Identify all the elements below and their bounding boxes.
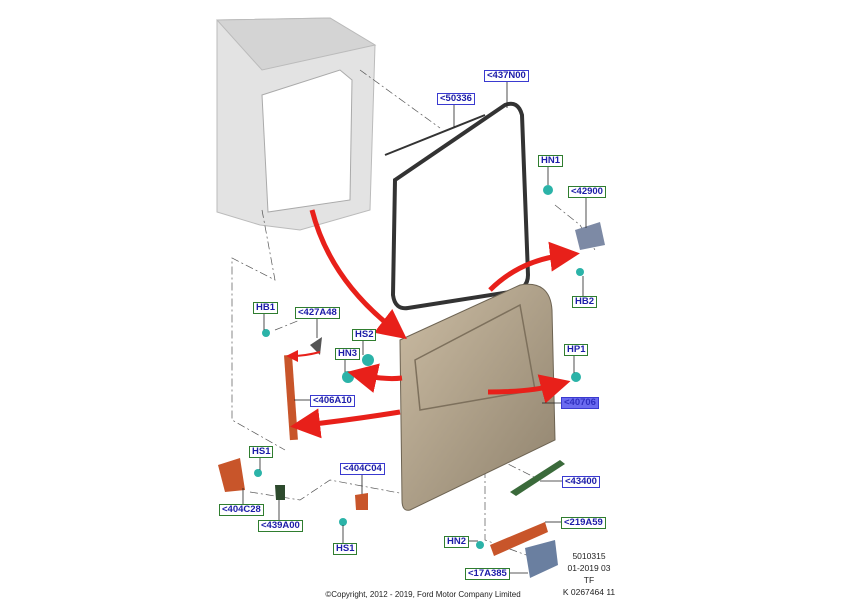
callout-404C28[interactable]: <404C28	[219, 504, 264, 516]
callout-HS1-top[interactable]: HS1	[249, 446, 274, 458]
gas-strut	[284, 354, 298, 441]
callout-HN3[interactable]: HN3	[335, 348, 361, 360]
bracket-17A385	[525, 540, 558, 578]
callout-17A385[interactable]: <17A385	[465, 568, 510, 580]
tailgate-door	[399, 283, 556, 511]
diagram-reference: 5010315 01-2019 03 TF K 0267464 11	[554, 550, 624, 598]
callout-HB2[interactable]: HB2	[572, 296, 598, 308]
callout-406A10[interactable]: <406A10	[310, 395, 355, 407]
bracket-404C04	[355, 493, 368, 510]
callout-42900[interactable]: <42900	[568, 186, 606, 198]
callout-43400[interactable]: <43400	[562, 476, 600, 488]
hinge-42900	[575, 222, 605, 250]
van-body	[215, 17, 377, 231]
callout-219A59[interactable]: <219A59	[561, 517, 606, 529]
callout-50336[interactable]: <50336	[437, 93, 475, 105]
ref-line-4: K 0267464 11	[562, 587, 616, 597]
part-43400	[510, 460, 565, 496]
red-arrows	[286, 209, 580, 439]
plate-219A59	[490, 522, 548, 556]
callout-HP1[interactable]: HP1	[564, 344, 589, 356]
callout-439A00[interactable]: <439A00	[258, 520, 303, 532]
bracket-404C28	[218, 458, 245, 492]
part-439A00	[275, 485, 285, 500]
callout-404C04[interactable]: <404C04	[340, 463, 385, 475]
ref-line-3: TF	[583, 575, 595, 585]
callout-HN2[interactable]: HN2	[444, 536, 470, 548]
callout-40706-selected[interactable]: <40706	[561, 397, 599, 409]
callout-437N00[interactable]: <437N00	[484, 70, 529, 82]
callout-HN1[interactable]: HN1	[538, 155, 564, 167]
callout-HS2[interactable]: HS2	[352, 329, 377, 341]
callout-HS1-bottom[interactable]: HS1	[333, 543, 358, 555]
copyright: ©Copyright, 2012 - 2019, Ford Motor Comp…	[325, 590, 521, 599]
callout-HB1[interactable]: HB1	[253, 302, 279, 314]
ref-line-1: 5010315	[572, 551, 606, 561]
ref-line-2: 01-2019 03	[567, 563, 611, 573]
part-427A48	[310, 337, 322, 355]
callout-427A48[interactable]: <427A48	[295, 307, 340, 319]
